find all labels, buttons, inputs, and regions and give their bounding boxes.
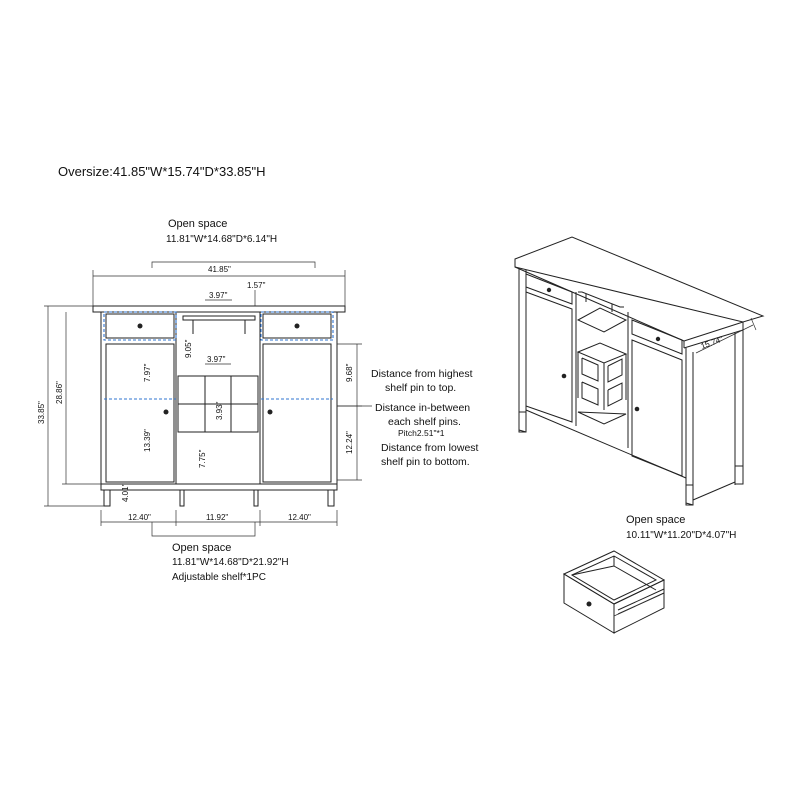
note-highest-1: Distance from highest (371, 368, 473, 380)
drawer-right-knob (294, 323, 300, 329)
dim-leg: 4.01" (121, 483, 130, 502)
persp-door-right (631, 339, 683, 477)
door-right (262, 343, 332, 483)
top-open-space-bracket (151, 261, 316, 268)
door-left-knob (163, 409, 169, 415)
drawer-knob (586, 601, 592, 607)
dim-door-top: 7.97" (143, 363, 152, 382)
drawer-open-space-dims: 10.11"W*11.20"D*4.07"H (626, 530, 736, 541)
front-view: Open space 11.81"W*14.68"D*6.14"H 41.85"… (37, 218, 362, 583)
perspective-view: 15.74" (514, 236, 765, 506)
dim-rack-width: 3.97" (209, 291, 228, 300)
dim-total-width: 41.85" (208, 265, 231, 274)
drawer-detail: Open space 10.11"W*11.20"D*4.07"H (562, 514, 736, 634)
dim-left-width: 12.40" (128, 513, 151, 522)
mid-open-space-note: Adjustable shelf*1PC (172, 572, 266, 583)
dim-upper-height: 9.05" (184, 339, 193, 358)
drawer-left (105, 313, 175, 339)
mid-open-space-title: Open space (172, 542, 231, 554)
shelf-notes: Distance from highest shelf pin to top. … (337, 368, 479, 468)
note-lowest-2: shelf pin to bottom. (381, 456, 470, 468)
cabinet-base (100, 483, 338, 491)
door-left (105, 343, 175, 483)
dim-cube-height: 3.93" (215, 401, 224, 420)
top-open-space-dims: 11.81"W*14.68"D*6.14"H (166, 234, 277, 245)
note-between-2: each shelf pins. (388, 416, 461, 428)
note-lowest-1: Distance from lowest (381, 442, 479, 454)
note-highest-2: shelf pin to top. (385, 382, 456, 394)
dim-door-lower: 13.39" (143, 429, 152, 452)
mid-open-space-dims: 11.81"W*14.68"D*21.92"H (172, 557, 289, 568)
top-open-space-title: Open space (168, 218, 227, 230)
persp-door-left (525, 291, 573, 423)
dim-middle-width: 11.92" (206, 513, 228, 522)
persp-drawer-right (631, 319, 683, 355)
glass-rack (182, 315, 256, 321)
drawer-left-knob (137, 323, 143, 329)
dim-right-bottom: 12.24" (345, 431, 354, 454)
dim-depth: 15.74" (700, 335, 725, 351)
dim-cube-width: 3.97" (207, 355, 226, 364)
dim-body-height: 28.86" (55, 381, 64, 404)
leg-left (103, 489, 111, 507)
dim-bottom-open: 7.75" (198, 449, 207, 468)
leg-right (327, 489, 335, 507)
oversize-label: Oversize:41.85"W*15.74"D*33.85"H (58, 164, 266, 179)
note-between-1: Distance in-between (375, 402, 470, 414)
drawer-open-space-title: Open space (626, 514, 685, 526)
dim-top-gap: 1.57" (247, 281, 266, 290)
dim-right-top: 9.68" (345, 363, 354, 382)
persp-drawer-left (525, 273, 573, 305)
door-right-knob (267, 409, 273, 415)
persp-glass-rack (578, 291, 624, 308)
top-surface (514, 236, 765, 323)
dim-right-width: 12.40" (288, 513, 311, 522)
drawer-side (613, 579, 665, 634)
drawer-right (262, 313, 332, 339)
dim-total-height: 33.85" (37, 401, 46, 424)
note-pitch: Pitch2.51"*1 (398, 428, 445, 438)
cabinet-top (92, 305, 346, 313)
